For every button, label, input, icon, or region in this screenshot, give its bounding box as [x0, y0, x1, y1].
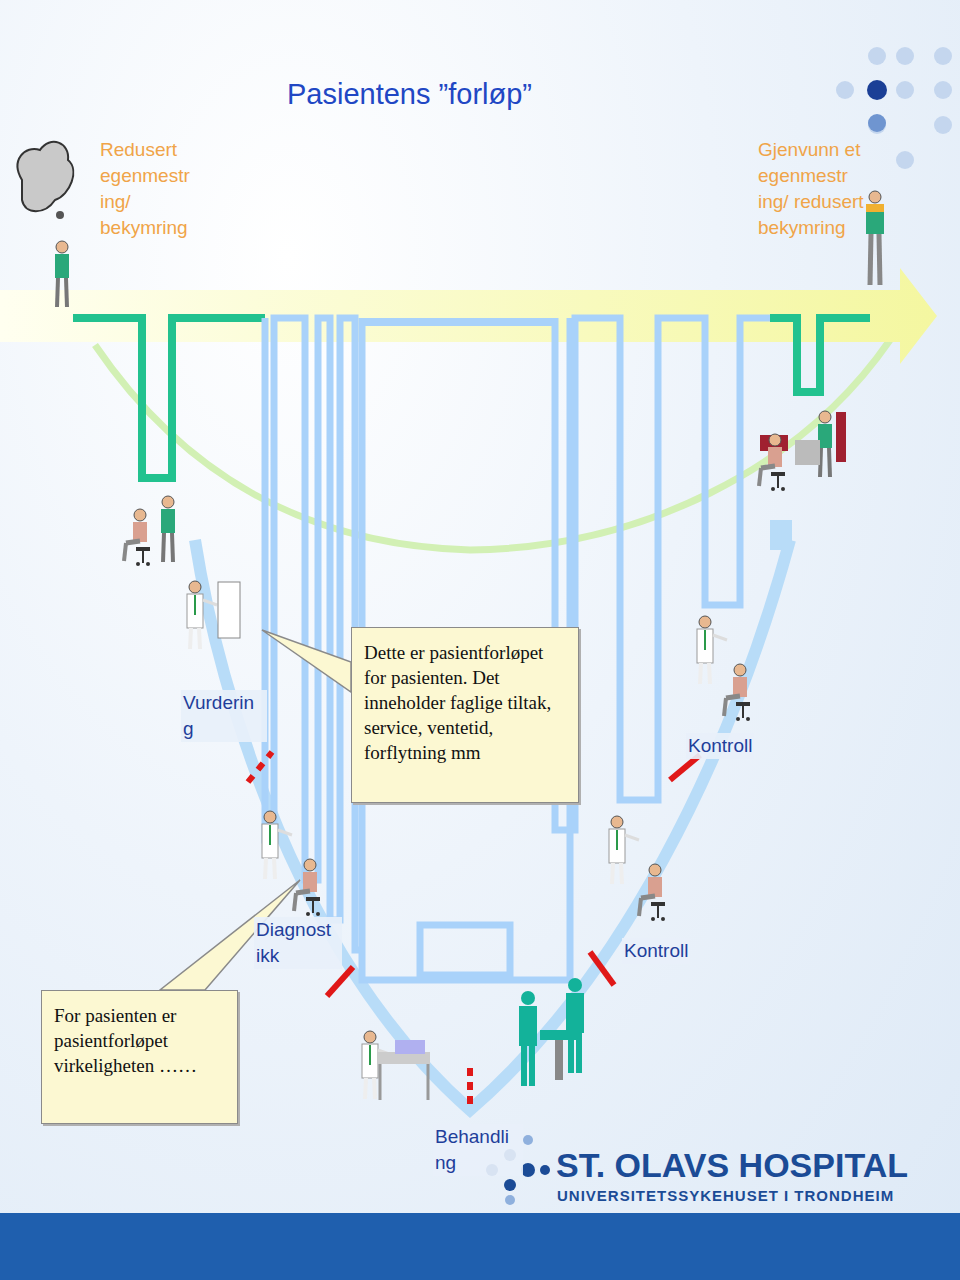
callout-text: Dette er pasientforløpet for pasienten. …: [364, 640, 566, 765]
status-label: Redusert egenmestr ing/ bekymring: [100, 137, 208, 241]
stage-label: Behandli ng: [433, 1124, 523, 1176]
logo-subtitle: UNIVERSITETSSYKEHUSET I TRONDHEIM: [557, 1188, 894, 1205]
stage-label: Kontroll: [686, 733, 754, 759]
status-label: Gjenvunn et egenmestr ing/ redusert beky…: [758, 137, 864, 241]
callout-text: For pasienten er pasientforløpet virkeli…: [54, 1003, 225, 1078]
stage-label: Diagnost ikk: [254, 917, 342, 969]
callout-box: Dette er pasientforløpet for pasienten. …: [351, 627, 579, 803]
diagram-title: Pasientens ”forløp”: [287, 78, 532, 111]
stage-label: Vurderin g: [181, 690, 267, 742]
logo-name: ST. OLAVS HOSPITAL: [556, 1147, 908, 1184]
callout-box: For pasienten er pasientforløpet virkeli…: [41, 990, 238, 1124]
stage-label: Kontroll: [622, 938, 690, 964]
